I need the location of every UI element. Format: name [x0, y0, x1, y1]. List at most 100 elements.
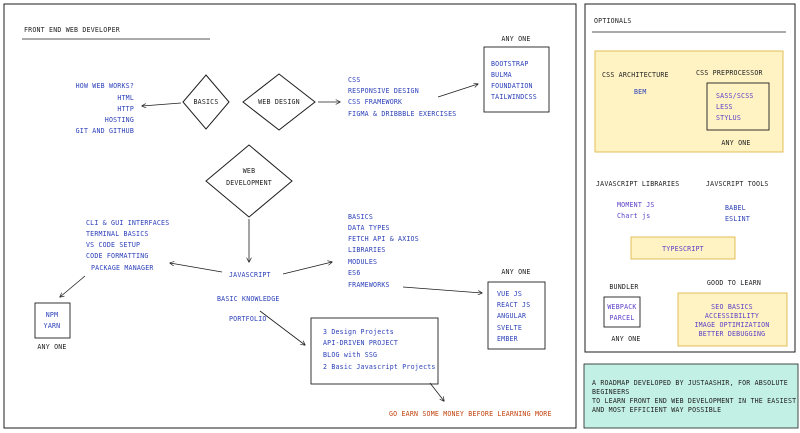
roadmap-note-line: A ROADMAP DEVELOPED BY JUSTAASHIR, FOR A…	[592, 379, 788, 387]
js-frameworks-heading: ANY ONE	[501, 268, 530, 276]
web-development-diamond	[205, 144, 293, 218]
arrow-tools-to-package	[60, 275, 86, 297]
roadmap-note-line: BEGINEERS	[592, 388, 630, 396]
arrow-portfolio-to-earn	[429, 382, 444, 401]
typescript-box	[630, 236, 736, 260]
typescript-label: TYPESCRIPT	[662, 245, 704, 253]
css-preprocessor-item: LESS	[716, 103, 733, 111]
css-frameworks-box	[483, 46, 550, 113]
tools-item: VS CODE SETUP	[86, 241, 140, 249]
tools-items: CLI & GUI INTERFACES TERMINAL BASICS VS …	[86, 219, 169, 272]
web-design-items: CSS RESPONSIVE DESIGN CSS FRAMEWORK FIGM…	[348, 76, 456, 118]
js-tool-item: ESLINT	[725, 215, 750, 223]
arrow-javascript-to-topics	[282, 262, 332, 275]
arrow-basics-to-list	[142, 102, 182, 106]
optionals-title: OPTIONALS	[594, 17, 632, 25]
web-design-diamond	[242, 73, 316, 131]
bundler-item: WEBPACK	[607, 303, 636, 311]
good-to-learn-item: BETTER DEBUGGING	[699, 330, 766, 338]
tools-item: CLI & GUI INTERFACES	[86, 219, 169, 227]
js-framework-item: EMBER	[497, 335, 518, 343]
js-library-item: Chart js	[617, 212, 650, 220]
web-design-item: RESPONSIVE DESIGN	[348, 87, 419, 95]
package-manager-item: NPM	[46, 311, 59, 319]
web-development-label: WEB	[243, 167, 256, 175]
good-to-learn-label: GOOD TO LEARN	[707, 279, 761, 287]
roadmap-note-line: AND MOST EFFICIENT WAY POSSIBLE	[592, 406, 721, 414]
css-preprocessor-footer: ANY ONE	[721, 139, 750, 147]
js-tools-label: JAVSCRIPT TOOLS	[706, 180, 769, 188]
css-preprocessor-item: SASS/SCSS	[716, 92, 754, 100]
basics-item: HOSTING	[105, 116, 134, 124]
roadmap-note-box	[583, 363, 799, 429]
js-topics: BASICS DATA TYPES FETCH API & AXIOS LIBR…	[348, 213, 419, 289]
frameworks-heading: ANY ONE	[501, 35, 530, 43]
tools-item: PACKAGE MANAGER	[91, 264, 154, 272]
css-framework-item: FOUNDATION	[491, 82, 533, 90]
web-design-item: FIGMA & DRIBBBLE EXERCISES	[348, 110, 456, 118]
css-framework-item: BOOTSTRAP	[491, 60, 529, 68]
css-preprocessor-label: CSS PREPROCESSOR	[696, 69, 763, 77]
js-topic-item: LIBRARIES	[348, 246, 386, 254]
tools-item: TERMINAL BASICS	[86, 230, 149, 238]
package-manager-item: YARN	[44, 322, 61, 330]
basics-diamond	[182, 74, 230, 130]
basic-knowledge-label: BASIC KNOWLEDGE	[217, 295, 280, 303]
portfolio-item: API-DRIVEN PROJECT	[323, 339, 398, 347]
js-topic-item: BASICS	[348, 213, 373, 221]
arrow-webdesign-to-frameworks	[437, 84, 478, 98]
web-design-item: CSS FRAMEWORK	[348, 98, 402, 106]
js-framework-item: VUE JS	[497, 290, 522, 298]
js-frameworks-box	[487, 281, 546, 350]
basics-item: HOW WEB WORKS?	[76, 82, 134, 90]
connector-arrows	[60, 84, 482, 401]
good-to-learn-item: ACCESSIBILITY	[705, 312, 759, 320]
web-development-label: DEVELOPMENT	[226, 179, 272, 187]
css-preprocessor-box	[706, 82, 770, 131]
javascript-label: JAVASCRIPT	[229, 271, 271, 279]
basics-item: GIT AND GITHUB	[76, 127, 134, 135]
portfolio-item: BLOG with SSG	[323, 351, 377, 359]
basics-item: HTML	[117, 94, 134, 102]
css-architecture-label: CSS ARCHITECTURE	[602, 71, 669, 79]
portfolio-label: PORTFOLIO	[229, 315, 267, 323]
arrow-frameworks-to-box	[402, 286, 482, 293]
js-framework-item: REACT JS	[497, 301, 530, 309]
css-preprocessor-item: STYLUS	[716, 114, 741, 122]
roadmap-note-line: TO LEARN FRONT END WEB DEVELOPMENT IN TH…	[592, 397, 796, 405]
js-topic-item: FETCH API & AXIOS	[348, 235, 419, 243]
package-manager-box	[34, 302, 71, 339]
good-to-learn-item: SEO BASICS	[711, 303, 753, 311]
bundler-label: BUNDLER	[609, 283, 638, 291]
bundler-item: PARCEL	[609, 314, 634, 322]
css-architecture-panel	[594, 50, 784, 153]
js-topic-item: ES6	[348, 269, 361, 277]
earn-money-note: GO EARN SOME MONEY BEFORE LEARNING MORE	[389, 410, 552, 418]
js-tool-item: BABEL	[725, 204, 746, 212]
package-manager-footer: ANY ONE	[37, 343, 66, 351]
css-architecture-item: BEM	[634, 88, 647, 96]
css-framework-item: BULMA	[491, 71, 512, 79]
arrow-javascript-to-tools	[170, 263, 223, 273]
css-framework-item: TAILWINDCSS	[491, 93, 537, 101]
js-framework-item: SVELTE	[497, 324, 522, 332]
bundler-box	[603, 296, 641, 328]
tools-item: CODE FORMATTING	[86, 252, 149, 260]
main-frame	[3, 3, 577, 429]
portfolio-item: 3 Design Projects	[323, 328, 394, 336]
js-topic-item: MODULES	[348, 258, 377, 266]
good-to-learn-box	[677, 292, 788, 347]
arrow-javascript-to-portfolio	[259, 310, 305, 345]
js-library-item: MOMENT JS	[617, 201, 655, 209]
web-design-item: CSS	[348, 76, 361, 84]
js-topic-item: FRAMEWORKS	[348, 281, 390, 289]
js-libraries-label: JAVASCRIPT LIBRARIES	[596, 180, 679, 188]
js-topic-item: DATA TYPES	[348, 224, 390, 232]
basics-item: HTTP	[117, 105, 134, 113]
good-to-learn-item: IMAGE OPTIMIZATION	[694, 321, 769, 329]
main-title: FRONT END WEB DEVELOPER	[24, 26, 120, 34]
bundler-footer: ANY ONE	[611, 335, 640, 343]
portfolio-box	[310, 317, 439, 385]
web-design-label: WEB DESIGN	[258, 98, 300, 106]
